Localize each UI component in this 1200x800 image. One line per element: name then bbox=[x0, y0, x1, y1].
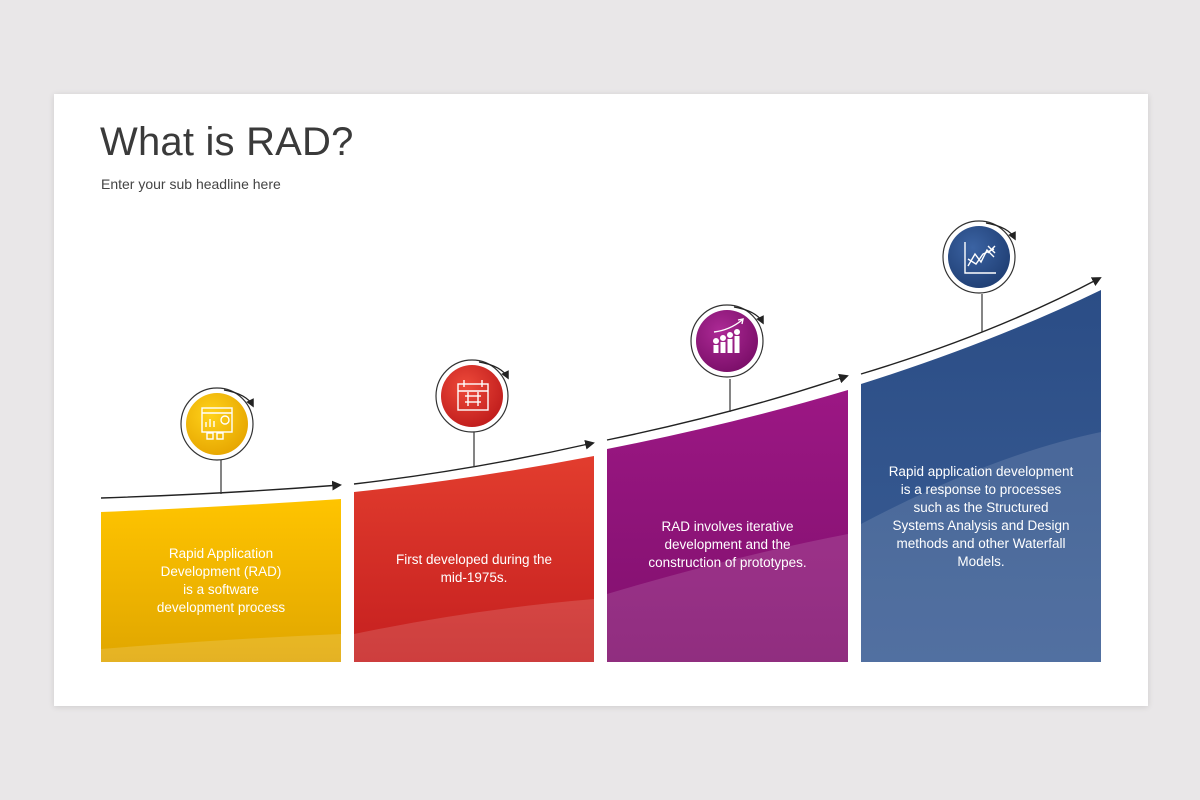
step-4-badge bbox=[948, 226, 1010, 288]
step-4 bbox=[860, 220, 1102, 662]
dashboard-chart-icon bbox=[201, 407, 233, 440]
step-1 bbox=[100, 387, 342, 662]
step-3-gloss bbox=[607, 534, 848, 662]
step-2 bbox=[353, 359, 595, 662]
team-growth-icon bbox=[713, 318, 744, 353]
step-4-gloss bbox=[861, 432, 1101, 662]
step-3-ring-arrow bbox=[733, 306, 764, 325]
step-3-block bbox=[607, 390, 848, 662]
step-1-block bbox=[101, 499, 341, 662]
step-2-block bbox=[354, 456, 594, 662]
step-3-text: RAD involves iterative development and t… bbox=[648, 519, 807, 570]
step-4-block bbox=[861, 290, 1101, 662]
step-4-ring-arrow bbox=[985, 222, 1016, 241]
step-1-arrow bbox=[100, 480, 342, 499]
slide: What is RAD? Enter your sub headline her… bbox=[54, 94, 1148, 706]
step-1-badge bbox=[186, 393, 248, 455]
page-subtitle: Enter your sub headline here bbox=[101, 176, 281, 192]
step-2-ring-arrow bbox=[478, 361, 509, 380]
step-3 bbox=[606, 304, 849, 662]
page-title: What is RAD? bbox=[100, 120, 354, 164]
calendar-icon bbox=[457, 380, 489, 411]
step-4-text: Rapid application development is a respo… bbox=[888, 464, 1074, 569]
step-1-gloss bbox=[101, 634, 341, 662]
step-4-arrow bbox=[860, 277, 1102, 375]
step-1-ring-arrow bbox=[223, 389, 254, 408]
step-3-badge bbox=[696, 310, 758, 372]
step-1-text: Rapid Application Development (RAD) is a… bbox=[156, 546, 286, 615]
step-2-gloss bbox=[354, 599, 594, 662]
rad-diagram bbox=[100, 220, 1102, 662]
step-2-text: First developed during the mid-1975s. bbox=[395, 552, 553, 585]
line-chart-icon bbox=[964, 242, 996, 274]
